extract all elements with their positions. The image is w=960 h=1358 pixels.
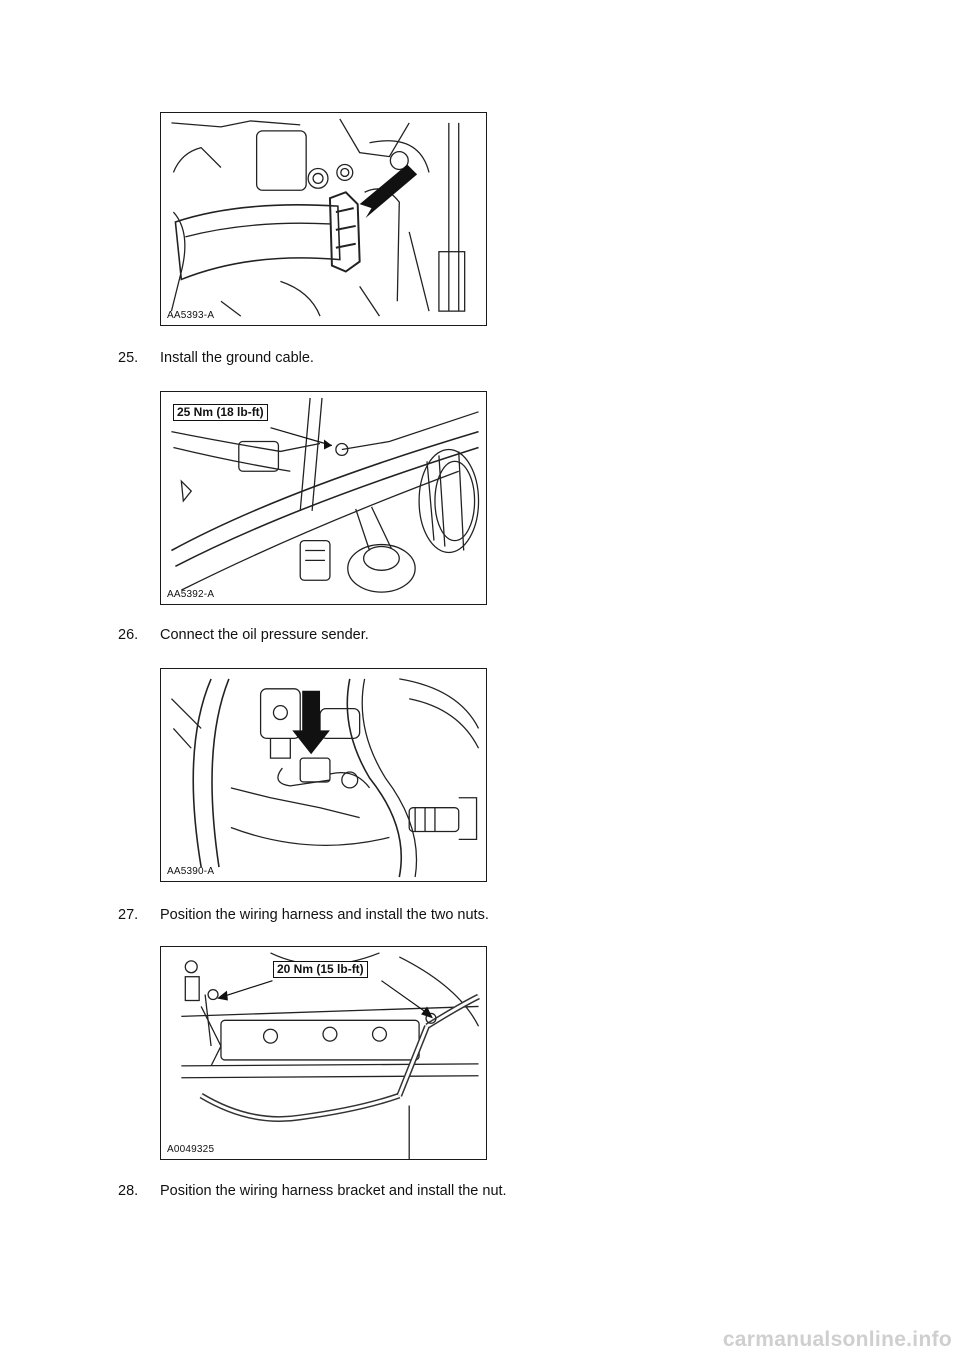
arrow-pointer: [359, 164, 418, 219]
arrow-pointer: [323, 439, 332, 450]
step-number: 28.: [118, 1183, 139, 1199]
figure-id: AA5392-A: [167, 589, 215, 600]
arrow-pointer: [292, 690, 330, 755]
leader-line-right: [381, 980, 430, 1015]
figure-id: AA5393-A: [167, 310, 215, 321]
step-text: Install the ground cable.: [160, 350, 314, 366]
step-25: 25. Install the ground cable.: [118, 349, 314, 367]
figure-oil-pressure-sender: AA5390-A: [160, 668, 487, 882]
leader-line: [270, 427, 333, 447]
leader-line-left: [222, 980, 273, 998]
step-text: Position the wiring harness and install …: [160, 907, 489, 923]
ground-cable-illustration: [171, 397, 480, 593]
torque-spec-label: 20 Nm (15 lb-ft): [273, 961, 368, 978]
figure-id: AA5390-A: [167, 866, 215, 877]
step-text: Position the wiring harness bracket and …: [160, 1183, 507, 1199]
watermark: carmanualsonline.info: [722, 1328, 952, 1351]
step-27: 27. Position the wiring harness and insta…: [118, 906, 489, 924]
step-text: Connect the oil pressure sender.: [160, 627, 369, 643]
arrow-pointer-right: [421, 1006, 433, 1019]
wiring-harness-illustration: [181, 952, 480, 1159]
torque-spec-label: 25 Nm (18 lb-ft): [173, 404, 268, 421]
hose-clamp-illustration: [170, 118, 466, 317]
figure-wiring-harness: 20 Nm (15 lb-ft) A0049325: [160, 946, 487, 1160]
oil-pressure-sender-illustration: [170, 678, 480, 878]
figure-ground-cable: 25 Nm (18 lb-ft) AA5392-A: [160, 391, 487, 605]
step-26: 26. Connect the oil pressure sender.: [118, 626, 369, 644]
step-number: 25.: [118, 350, 139, 366]
figure-hose-clamp: AA5393-A: [160, 112, 487, 326]
figure-id: A0049325: [167, 1144, 215, 1155]
arrow-pointer-left: [217, 990, 228, 1001]
step-28: 28. Position the wiring harness bracket a…: [118, 1182, 507, 1200]
step-number: 26.: [118, 627, 139, 643]
step-number: 27.: [118, 907, 139, 923]
